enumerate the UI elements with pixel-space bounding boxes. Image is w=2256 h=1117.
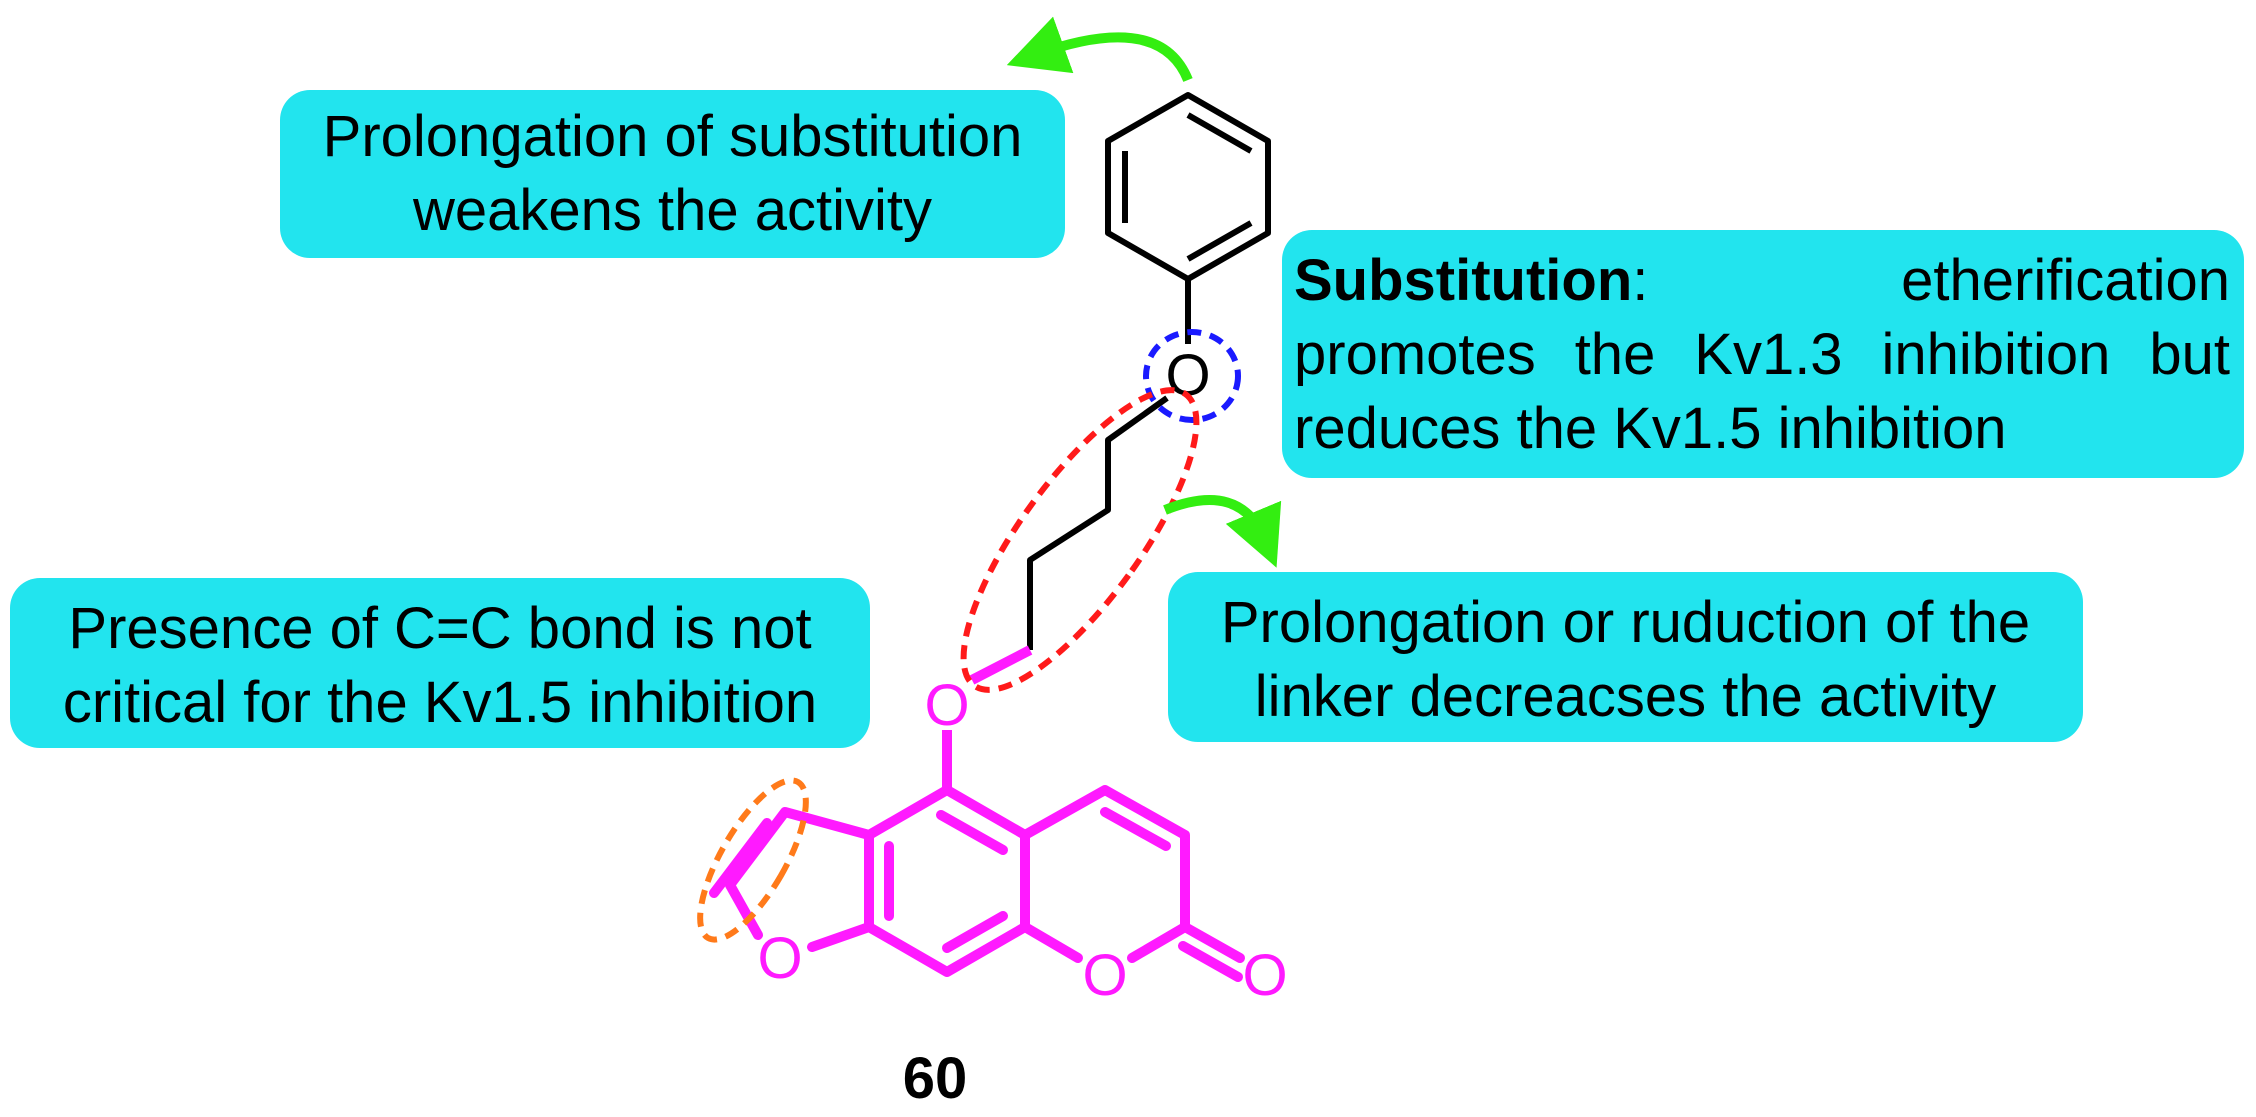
double-bond-highlight bbox=[697, 777, 809, 943]
callout-substitution-length: Prolongation of substitution weakens the… bbox=[280, 90, 1065, 258]
callout-line: weakens the activity bbox=[412, 178, 933, 243]
psoralen-core bbox=[709, 785, 1245, 982]
callout-line: promotes the Kv1.3 inhibition but bbox=[1294, 322, 2230, 387]
butyl-linker bbox=[1027, 395, 1169, 650]
carbonyl-oxygen: O bbox=[1242, 943, 1287, 1008]
linker-highlight bbox=[960, 387, 1200, 693]
callout-linker-length: Prolongation or ruduction of the linker … bbox=[1168, 572, 2083, 742]
top-curved-arrow bbox=[1006, 16, 1193, 83]
callout-double-bond: Presence of C=C bond is not critical for… bbox=[10, 578, 870, 748]
callout-line: Substitution: etherification bbox=[1294, 244, 2230, 318]
right-curved-arrow bbox=[1163, 495, 1282, 568]
callout-line: reduces the Kv1.5 inhibition bbox=[1294, 396, 2007, 461]
callout-word: etherification bbox=[1901, 248, 2230, 313]
callout-bold-term: Substitution bbox=[1294, 248, 1633, 313]
callout-line: Presence of C=C bond is not bbox=[68, 596, 812, 661]
furan-oxygen: O bbox=[757, 926, 802, 991]
callout-colon: : bbox=[1632, 248, 1649, 313]
phenyl-ring bbox=[1105, 92, 1271, 282]
callout-etherification: Substitution: etherification promotes th… bbox=[1282, 230, 2244, 478]
callout-line: Prolongation of substitution bbox=[322, 104, 1023, 169]
linker-core-bond bbox=[969, 645, 1033, 685]
lactone-oxygen: O bbox=[1082, 943, 1127, 1008]
ether-oxygen-core: O bbox=[924, 673, 969, 738]
callout-line: critical for the Kv1.5 inhibition bbox=[62, 670, 818, 735]
compound-number: 60 bbox=[902, 1046, 968, 1111]
callout-line: linker decreacses the activity bbox=[1254, 664, 1997, 729]
ether-highlight bbox=[1143, 329, 1241, 423]
callout-line: Prolongation or ruduction of the bbox=[1220, 590, 2031, 655]
